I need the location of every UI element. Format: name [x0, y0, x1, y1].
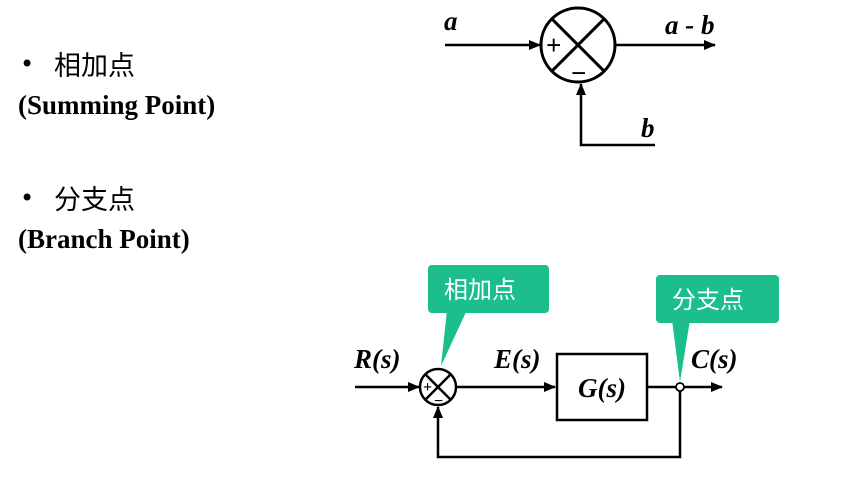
summing-point-title: 相加点 — [54, 51, 135, 82]
junction-cross-line — [424, 373, 452, 401]
summing-callout: 相加点 — [428, 265, 549, 366]
summing-callout-text: 相加点 — [444, 276, 516, 304]
junction-cross-line — [550, 17, 606, 73]
input-b-label: b — [641, 113, 655, 143]
feedback-b-line — [576, 83, 655, 147]
bullet-dot: • — [20, 49, 35, 78]
branch-point-subtitle: (Branch Point) — [18, 224, 190, 254]
branch-point-bullet: • 分支点 — [20, 178, 135, 217]
input-label: R(s) — [353, 344, 401, 374]
branch-callout: 分支点 — [656, 275, 779, 382]
output-label: a - b — [665, 10, 715, 40]
error-label: E(s) — [493, 344, 541, 374]
input-a-label: a — [444, 6, 458, 36]
plus-sign: + — [546, 30, 561, 60]
minus-sign: − — [571, 58, 586, 88]
summing-point-bullet: • 相加点 — [20, 44, 135, 83]
feedback-loop-diagram: 相加点 分支点 + − G(s) R(s) E(s) C(s) — [353, 265, 779, 459]
summing-point-diagram: + − a a - b b — [444, 6, 716, 147]
loop-minus-sign: − — [434, 393, 443, 410]
feedback-path — [433, 391, 682, 459]
branch-callout-text: 分支点 — [672, 286, 744, 314]
branch-point-title: 分支点 — [54, 185, 135, 216]
output-label: C(s) — [691, 344, 738, 374]
branch-point — [675, 382, 685, 392]
summing-point-subtitle: (Summing Point) — [18, 90, 216, 120]
block-label: G(s) — [578, 373, 626, 403]
bullet-dot: • — [20, 183, 35, 212]
loop-plus-sign: + — [423, 379, 432, 396]
